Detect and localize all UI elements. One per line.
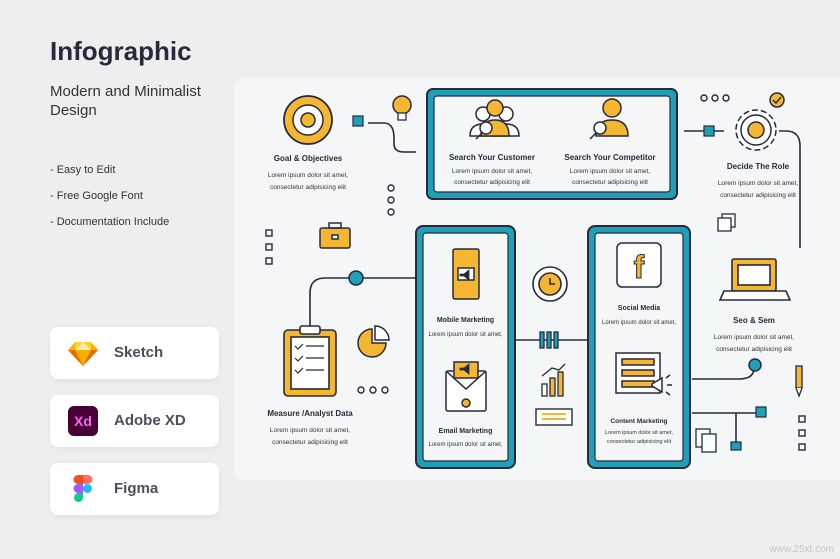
link-bars-icon <box>539 331 559 349</box>
sketch-icon <box>68 342 98 366</box>
goal-text-1: Lorem ipsum dolor sit amet, <box>267 172 349 179</box>
adobe-xd-icon: Xd <box>68 406 98 436</box>
tool-label: Figma <box>114 480 159 497</box>
search-customer-text-2: consectetur adipisicing elit <box>454 179 530 186</box>
tool-label: Sketch <box>114 344 164 361</box>
content-text-1: Lorem ipsum dolor sit amet, <box>605 430 673 436</box>
growth-chart-icon <box>541 363 566 397</box>
svg-text:f: f <box>634 249 645 285</box>
connector-node <box>703 125 715 137</box>
mobile-title: Mobile Marketing <box>436 317 495 324</box>
feature-item: - Free Google Font <box>50 190 143 202</box>
content-document-icon <box>615 352 672 396</box>
clock-icon <box>532 266 568 302</box>
email-text: Lorem ipsum dolor sit amet, <box>428 442 503 448</box>
search-customer-text-1: Lorem ipsum dolor sit amet, <box>451 168 533 175</box>
social-title: Social Media <box>617 305 661 312</box>
svg-text:Xd: Xd <box>74 413 92 429</box>
lightbulb-icon <box>392 95 412 121</box>
search-competitor-text-1: Lorem ipsum dolor sit amet, <box>569 168 651 175</box>
connector-node <box>352 115 364 127</box>
clipboard-icon <box>283 325 337 397</box>
email-title: Email Marketing <box>438 428 493 435</box>
connector-line <box>368 122 416 153</box>
dots-decoration <box>357 94 730 394</box>
gear-icon <box>735 92 785 151</box>
copy-icon <box>717 213 736 232</box>
decide-role-text-2: consectetur adipisicing elit <box>720 192 796 199</box>
pie-chart-icon <box>357 325 390 358</box>
documents-icon <box>695 428 717 453</box>
social-text: Lorem ipsum dolor sit amet, <box>601 320 677 326</box>
seo-text-1: Lorem ipsum dolor sit amet, <box>713 334 795 341</box>
decide-role-title: Decide The Role <box>726 162 790 171</box>
content-text-2: consectetur adipisicing elit <box>606 439 672 445</box>
target-icon <box>283 95 333 145</box>
measure-title: Measure /Analyst Data <box>267 409 353 418</box>
connector-node <box>748 358 762 372</box>
seo-text-2: consectetur adipisicing elit <box>716 346 792 353</box>
text-card-icon <box>535 408 573 426</box>
search-competitor-text-2: consectetur adipisicing elit <box>572 179 648 186</box>
connector-node <box>348 270 364 286</box>
facebook-icon: f <box>616 242 662 288</box>
measure-text-1: Lorem ipsum dolor sit amet, <box>269 427 351 434</box>
email-icon <box>445 361 487 412</box>
goal-title: Goal & Objectives <box>273 154 343 163</box>
briefcase-icon <box>319 222 351 249</box>
watermark: www.25xt.com <box>769 544 834 555</box>
search-competitor-title: Search Your Competitor <box>564 153 656 162</box>
tool-card-figma: Figma <box>50 463 219 515</box>
pencil-icon <box>795 365 803 398</box>
search-customer-title: Search Your Customer <box>449 153 535 162</box>
feature-item: - Documentation Include <box>50 216 170 228</box>
mobile-text: Lorem ipsum dolor sit amet, <box>428 332 503 338</box>
seo-title: Seo & Sem <box>733 316 775 325</box>
goal-text-2: consectetur adipisicing elit <box>270 184 346 191</box>
search-competitor-icon <box>589 98 629 140</box>
search-customer-icon <box>469 99 520 140</box>
feature-list: - Easy to Edit - Free Google Font - Docu… <box>50 164 169 242</box>
tool-label: Adobe XD <box>114 412 186 429</box>
connector-line <box>309 277 419 328</box>
mobile-phone-icon <box>452 248 480 300</box>
tool-card-sketch: Sketch <box>50 327 219 379</box>
connector-node <box>730 441 742 451</box>
content-title: Content Marketing <box>610 418 668 425</box>
connector-node <box>755 406 767 418</box>
tool-card-adobe-xd: Xd Adobe XD <box>50 395 219 447</box>
figma-icon <box>73 475 93 502</box>
page-title: Infographic <box>50 36 192 66</box>
diagram-graphics: f <box>265 88 806 469</box>
laptop-icon <box>718 258 792 301</box>
decide-role-text-1: Lorem ipsum dolor sit amet, <box>717 180 799 187</box>
squares-decoration <box>265 229 806 451</box>
feature-item: - Easy to Edit <box>50 164 116 176</box>
page-subtitle: Modern and Minimalist Design <box>50 83 201 119</box>
diagram-panel: f Goal & Objectives <box>234 78 840 480</box>
connector-line <box>779 130 801 248</box>
measure-text-2: consectetur adipisicing elit <box>272 439 348 446</box>
connector-line <box>692 367 755 380</box>
